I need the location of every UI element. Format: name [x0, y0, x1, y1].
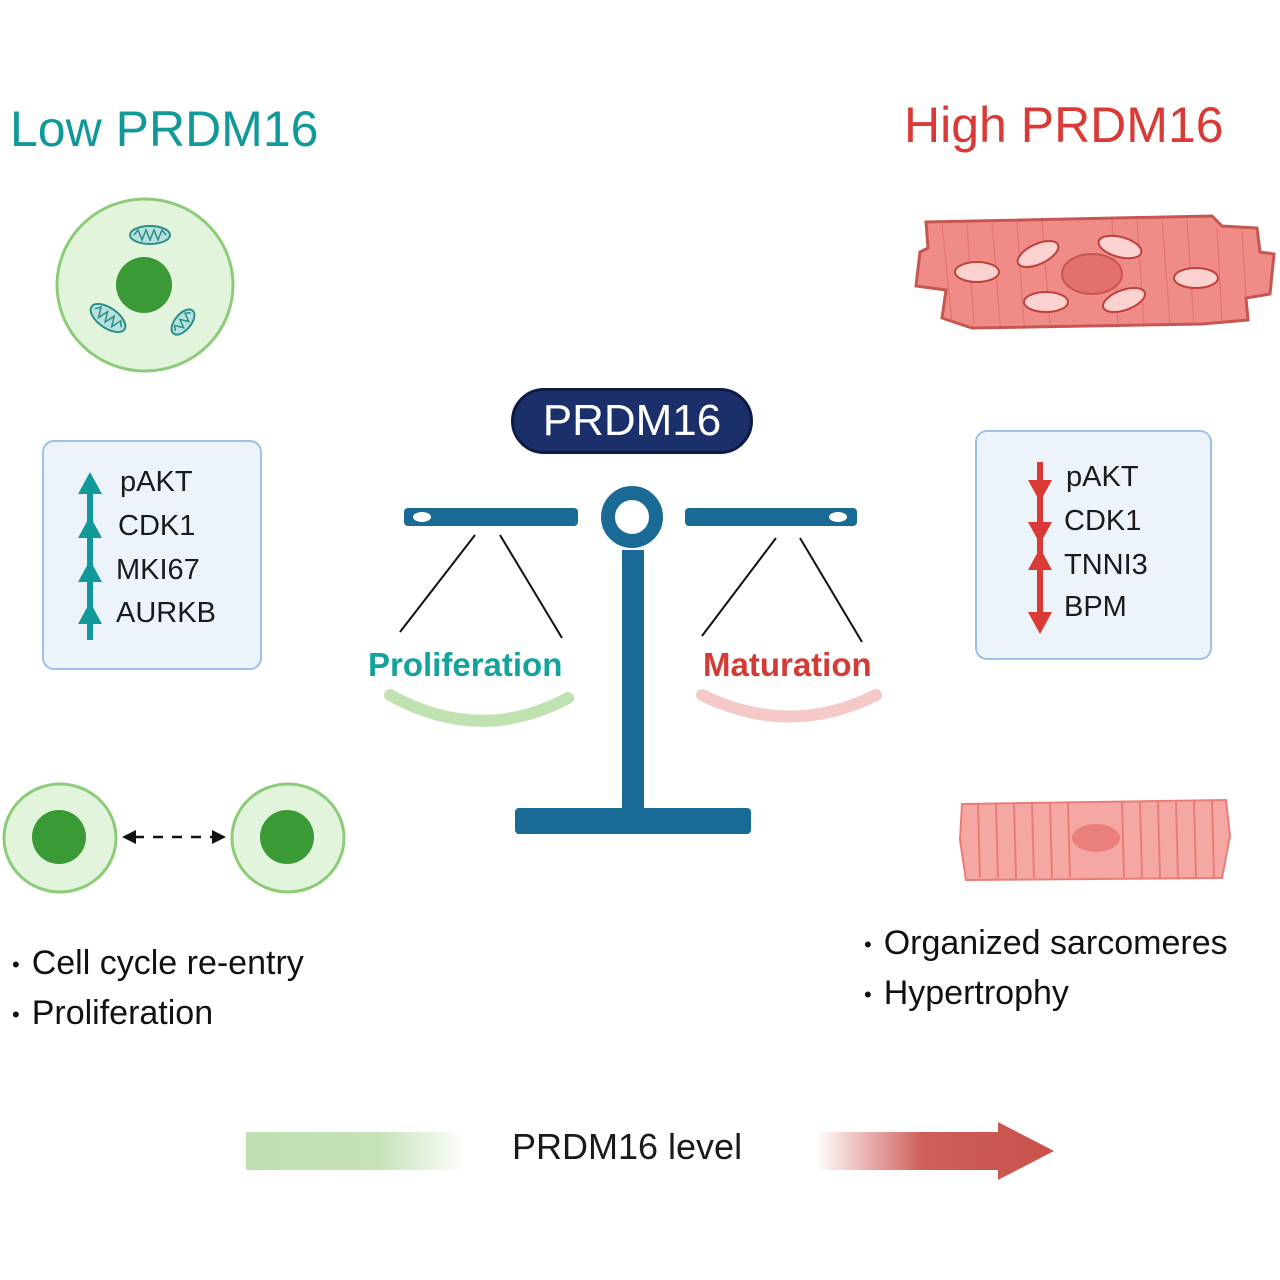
mitochondrion-icon — [1097, 234, 1143, 260]
prdm16-pill-label: PRDM16 — [511, 388, 753, 454]
up-arrow-stack-icon — [78, 472, 102, 640]
low-prdm16-marker-panel — [42, 440, 262, 670]
marker-direction-arrows-icon — [1028, 462, 1052, 634]
balance-scale-icon — [384, 486, 882, 834]
marker-label: AURKB — [116, 597, 216, 629]
dividing-cells-illustration — [2, 782, 346, 894]
mitochondrion-icon — [1173, 267, 1219, 289]
hypertrophic-cardiomyocyte-illustration — [958, 798, 1232, 882]
mitochondrion-icon — [129, 225, 171, 245]
marker-label: pAKT — [1066, 461, 1139, 493]
marker-label: pAKT — [120, 466, 193, 498]
marker-label: TNNI3 — [1064, 549, 1148, 581]
prdm16-level-label: PRDM16 level — [512, 1126, 743, 1167]
left-outcome-item: •Cell cycle re-entry — [12, 944, 304, 982]
mitochondrion-icon — [954, 261, 1000, 283]
mitochondrion-icon — [1016, 240, 1060, 268]
high-prdm16-cardiomyocyte-illustration — [914, 214, 1276, 330]
low-prdm16-title: Low PRDM16 — [10, 101, 319, 157]
prdm16-level-gradient-arrow — [246, 1122, 1054, 1180]
right-outcome-item: •Hypertrophy — [864, 974, 1069, 1012]
mitochondrion-icon — [89, 302, 127, 334]
maturation-pan-label: Maturation — [703, 646, 872, 683]
marker-label: CDK1 — [118, 510, 196, 542]
low-prdm16-cell-illustration — [55, 197, 235, 373]
high-prdm16-marker-panel — [975, 430, 1212, 660]
marker-label: MKI67 — [116, 554, 200, 586]
marker-label: CDK1 — [1064, 505, 1142, 537]
high-prdm16-title: High PRDM16 — [904, 97, 1224, 153]
mitochondrion-icon — [1023, 291, 1069, 313]
mitochondrion-icon — [1102, 286, 1146, 314]
mitochondrion-icon — [170, 308, 196, 336]
right-outcome-item: •Organized sarcomeres — [864, 924, 1228, 962]
marker-label: BPM — [1064, 591, 1127, 623]
left-outcome-item: •Proliferation — [12, 994, 214, 1032]
proliferation-pan-label: Proliferation — [368, 646, 563, 683]
